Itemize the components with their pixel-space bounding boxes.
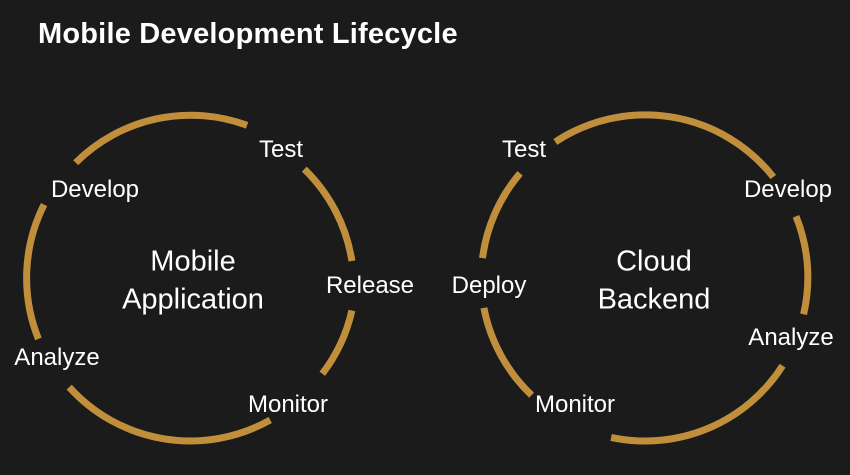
right-stage-test: Test <box>501 136 547 163</box>
right-center-line-1: Cloud <box>616 245 692 278</box>
right-ring-arc-analyze-monitor <box>610 363 786 445</box>
right-stage-deploy: Deploy <box>451 272 527 299</box>
left-ring-arc-analyze-develop <box>23 203 48 341</box>
left-ring-arc-monitor-analyze <box>66 384 272 445</box>
right-stage-analyze: Analyze <box>748 324 834 351</box>
left-ring-arc-develop-test <box>73 111 249 166</box>
right-ring-arc-deploy-test <box>479 171 523 259</box>
right-center-line-2: Backend <box>597 283 711 315</box>
left-stage-develop: Develop <box>50 176 140 203</box>
left-center-line-2: Application <box>122 283 264 315</box>
left-stage-analyze: Analyze <box>14 344 100 371</box>
left-center-line-1: Mobile <box>150 245 236 278</box>
left-ring-arc-test-release <box>301 166 356 262</box>
right-ring-arc-test-develop <box>553 111 777 180</box>
right-stage-monitor: Monitor <box>534 391 616 418</box>
left-stage-release: Release <box>325 272 415 299</box>
left-ring-arc-release-monitor <box>319 309 356 376</box>
left-cycle-center-label: Mobile Application <box>122 243 264 318</box>
left-stage-monitor: Monitor <box>247 391 329 418</box>
right-ring-arc-monitor-deploy <box>480 307 535 398</box>
right-ring-arc-develop-analyze <box>792 214 812 316</box>
right-stage-develop: Develop <box>743 176 833 203</box>
right-cycle-center-label: Cloud Backend <box>598 243 711 318</box>
left-stage-test: Test <box>258 136 304 163</box>
slide-title: Mobile Development Lifecycle <box>38 18 458 50</box>
